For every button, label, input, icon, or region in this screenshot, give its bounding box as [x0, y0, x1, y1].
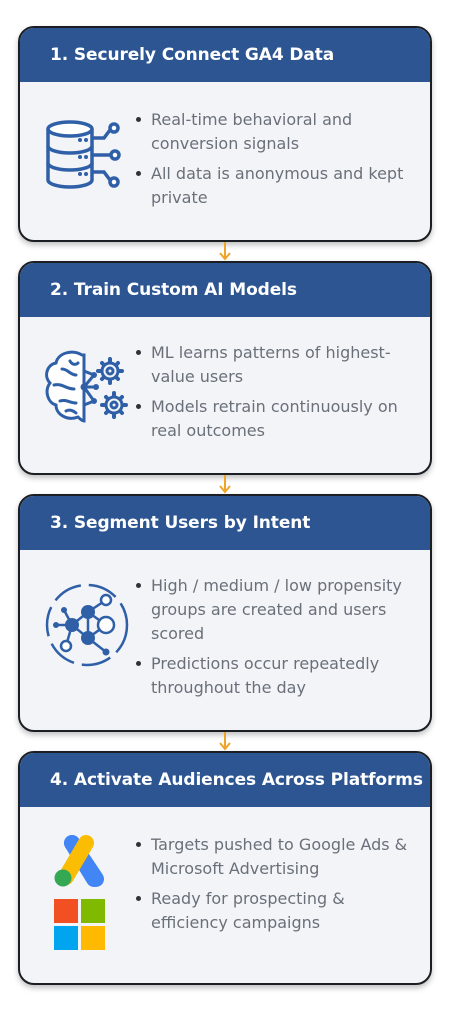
down-arrow-icon [219, 732, 231, 751]
bullet-item: Real-time behavioral and conversion sign… [134, 108, 418, 156]
bullet-item: High / medium / low propensity groups ar… [134, 574, 418, 646]
down-arrow-icon [219, 242, 231, 261]
database-icon [46, 120, 121, 189]
step-bullets-1: Real-time behavioral and conversion sign… [134, 108, 418, 216]
down-arrow-icon [219, 475, 231, 494]
microsoft-logo-icon [54, 899, 105, 950]
step-title-1: 1. Securely Connect GA4 Data [20, 28, 430, 82]
step-bullets-4: Targets pushed to Google Ads & Microsoft… [134, 833, 418, 941]
step-card-4: 4. Activate Audiences Across Platforms T… [18, 751, 432, 985]
bullet-item: Models retrain continuously on real outc… [134, 395, 418, 443]
step-title-4: 4. Activate Audiences Across Platforms [20, 753, 430, 807]
step-card-3: 3. Segment Users by Intent [18, 494, 432, 732]
google-ads-logo-icon [54, 835, 104, 887]
bullet-item: Ready for prospecting & efficiency campa… [134, 887, 418, 935]
step-card-1: 1. Securely Connect GA4 Data Re [18, 26, 432, 242]
step-bullets-3: High / medium / low propensity groups ar… [134, 574, 418, 706]
network-nodes-icon [45, 583, 129, 667]
bullet-item: All data is anonymous and kept private [134, 162, 418, 210]
bullet-item: Targets pushed to Google Ads & Microsoft… [134, 833, 418, 881]
bullet-item: ML learns patterns of highest-value user… [134, 341, 418, 389]
step-bullets-2: ML learns patterns of highest-value user… [134, 341, 418, 449]
brain-gears-icon [45, 350, 128, 423]
step-card-2: 2. Train Custom AI Models [18, 261, 432, 475]
step-title-2: 2. Train Custom AI Models [20, 263, 430, 317]
step-title-3: 3. Segment Users by Intent [20, 496, 430, 550]
bullet-item: Predictions occur repeatedly throughout … [134, 652, 418, 700]
